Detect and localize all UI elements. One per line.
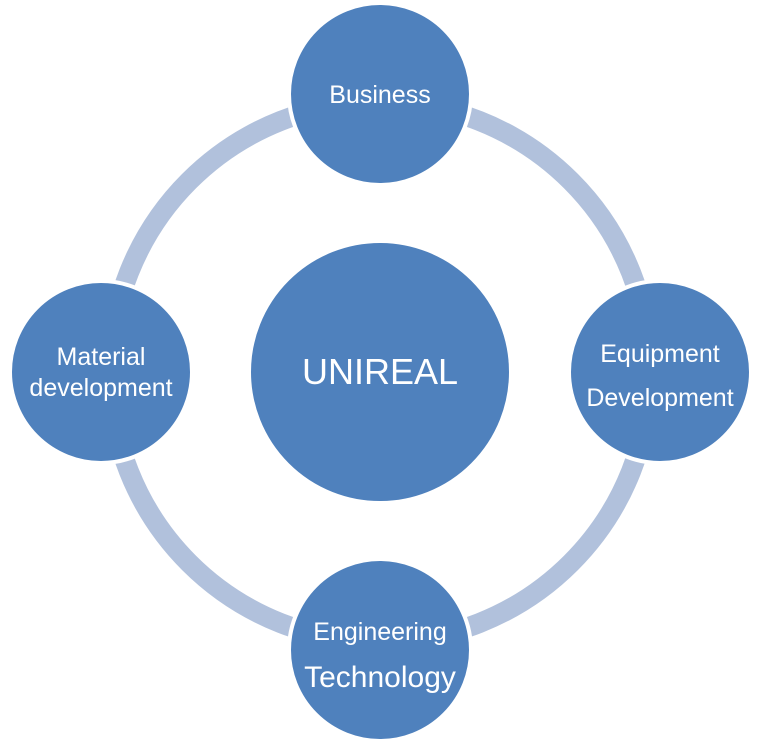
node-equipment-development: Equipment Development xyxy=(567,279,753,465)
center-label: UNIREAL xyxy=(302,351,458,392)
node-material-label-line2: development xyxy=(29,374,172,402)
node-engineering-label-line1: Engineering xyxy=(313,618,446,646)
center-node: UNIREAL xyxy=(247,239,513,505)
node-business-label: Business xyxy=(329,81,430,109)
node-equipment-label-line2: Development xyxy=(586,384,733,412)
node-engineering-label-line2: Technology xyxy=(304,661,456,694)
node-engineering-technology: Engineering Technology xyxy=(287,557,473,743)
node-equipment-label-line1: Equipment xyxy=(600,340,720,368)
node-material-development: Material development xyxy=(8,279,194,465)
node-material-label-line1: Material xyxy=(57,343,146,371)
node-business: Business xyxy=(287,1,473,187)
